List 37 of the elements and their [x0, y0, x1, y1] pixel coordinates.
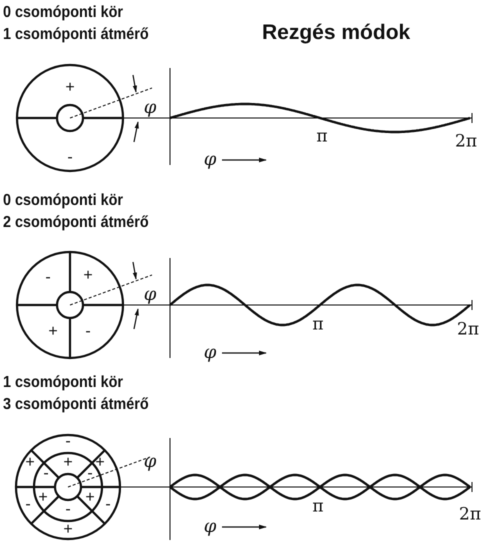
- sign-label: -: [65, 434, 71, 450]
- mode-heading: 3 csomóponti átmérő: [3, 397, 149, 413]
- mode-heading: 0 csomóponti kör: [3, 193, 124, 209]
- tick-label: π: [312, 316, 324, 334]
- diagram-title: Rezgés módok: [262, 22, 410, 43]
- mode-heading: 2 csomóponti átmérő: [3, 215, 149, 231]
- sign-label: +: [95, 455, 105, 471]
- axis-label: φ: [204, 151, 216, 169]
- sign-label: +: [83, 268, 93, 284]
- sign-label: +: [63, 455, 73, 471]
- sign-label: +: [25, 455, 35, 471]
- tick-label: π: [316, 128, 328, 146]
- sign-label: +: [65, 80, 75, 96]
- sign-label: -: [85, 324, 91, 340]
- mode-heading: 1 csomóponti átmérő: [3, 27, 149, 43]
- sign-label: +: [38, 490, 48, 506]
- sign-label: +: [63, 522, 73, 538]
- axis-label: φ: [204, 344, 216, 362]
- sign-label: -: [25, 497, 31, 513]
- tick-label: 2π: [459, 506, 481, 524]
- sign-label: -: [45, 270, 51, 286]
- tick-label: 2π: [455, 134, 477, 150]
- sign-label: +: [48, 324, 58, 340]
- angle-symbol: φ: [144, 453, 156, 471]
- sign-label: -: [87, 466, 93, 482]
- axis-label: φ: [204, 518, 216, 536]
- tick-label: 2π: [457, 322, 479, 338]
- sign-label: +: [85, 490, 95, 506]
- sign-label: -: [65, 502, 71, 518]
- angle-symbol: φ: [144, 99, 156, 117]
- sign-label: -: [67, 150, 73, 166]
- tick-label: π: [312, 498, 324, 516]
- sign-label: -: [105, 497, 111, 513]
- sign-label: -: [43, 466, 49, 482]
- angle-symbol: φ: [144, 286, 156, 304]
- mode-heading: 1 csomóponti kör: [3, 375, 124, 391]
- mode-heading: 0 csomóponti kör: [3, 5, 124, 21]
